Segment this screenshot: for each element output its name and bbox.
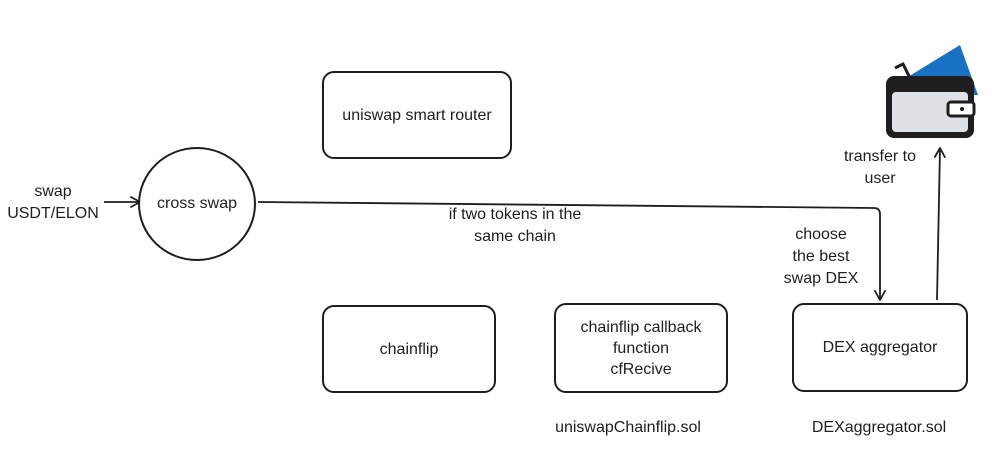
dex-aggregator-node: DEX aggregator <box>792 303 968 392</box>
transfer-arrow <box>933 147 946 301</box>
uniswap-chainflip-file-label: uniswapChainflip.sol <box>555 419 701 436</box>
wallet-icon <box>886 45 978 138</box>
same-chain-arrow <box>257 201 886 301</box>
choose-dex-label: choose the best swap DEX <box>783 226 859 287</box>
input-label: swap USDT/ELON <box>7 183 99 222</box>
dex-aggregator-file-label: DEXaggregator.sol <box>811 419 947 436</box>
chainflip-callback-node: chainflip callback function cfRecive <box>554 303 728 393</box>
transfer-label: transfer to user <box>843 148 917 187</box>
chainflip-node: chainflip <box>322 305 496 393</box>
same-chain-label: if two tokens in the same chain <box>448 206 582 245</box>
uniswap-router-node: uniswap smart router <box>322 71 512 159</box>
cross-swap-node: cross swap <box>138 147 256 261</box>
